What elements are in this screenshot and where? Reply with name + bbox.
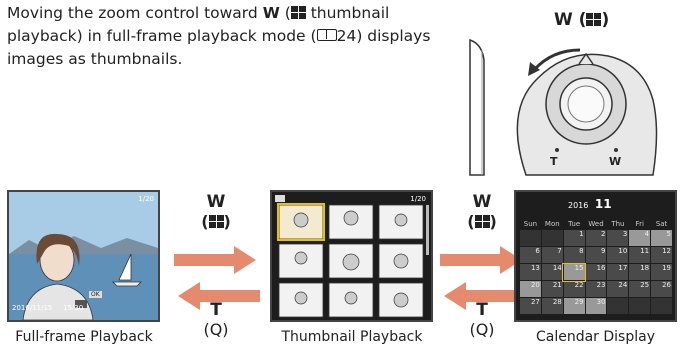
full-frame-counter: 1/20	[138, 195, 154, 203]
calendar-year: 2016	[568, 201, 588, 210]
dial-w-dot	[614, 148, 618, 152]
intro-text-1: Moving the zoom control toward	[7, 4, 263, 22]
calendar-year-month: 2016 11	[568, 197, 612, 211]
zoom-w-symbol-1: W ()	[192, 192, 240, 231]
thumbnail-grid	[272, 192, 431, 320]
arrow-right-1	[174, 246, 256, 274]
calendar-month: 11	[595, 197, 612, 211]
full-frame-photo	[9, 192, 158, 320]
full-frame-screen: 1/20 2016/11/15 15:30 OK	[7, 190, 160, 322]
full-frame-time: 15:30	[63, 304, 83, 312]
intro-paren: (	[280, 4, 291, 22]
zoom-t-symbol-2: T (Q)	[458, 300, 506, 339]
shutter-inner	[568, 86, 604, 122]
caption-calendar: Calendar Display	[506, 329, 685, 345]
arrow-right-2	[440, 246, 522, 274]
zoom-control-illustration: W () T W	[468, 0, 685, 180]
dial-t-label: T	[550, 155, 558, 168]
caption-full-frame: Full-frame Playback	[0, 329, 168, 345]
thumbnail-screen: 1/20	[270, 190, 433, 322]
caption-thumbnail: Thumbnail Playback	[262, 329, 442, 345]
intro-page-number: 24	[337, 27, 357, 45]
zoom-w-symbol-2: W ()	[458, 192, 506, 231]
dial-w-label: W	[609, 155, 621, 168]
intro-paragraph: Moving the zoom control toward W ( thumb…	[7, 2, 452, 71]
camera-body-svg	[468, 0, 685, 180]
full-frame-ok-badge: OK	[89, 291, 102, 298]
full-frame-date: 2016/11/15	[12, 304, 52, 312]
zoom-t-symbol-1: T (Q)	[192, 300, 240, 339]
intro-w-letter: W	[263, 4, 280, 22]
thumbnail-icon	[291, 6, 306, 19]
page-reference-icon	[317, 29, 337, 41]
dial-t-dot	[555, 148, 559, 152]
